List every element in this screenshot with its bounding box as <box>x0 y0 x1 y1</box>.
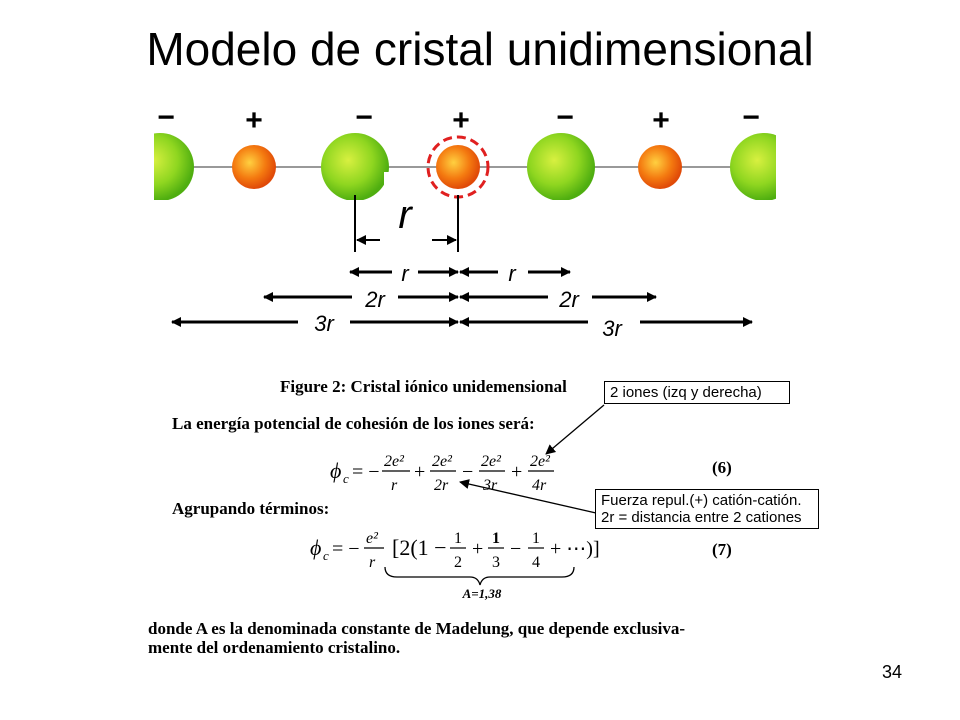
svg-text:4: 4 <box>532 554 540 571</box>
equation-number-7: (7) <box>712 540 732 559</box>
svg-text:2r: 2r <box>434 477 449 494</box>
annotation-arrow-2 <box>459 479 597 514</box>
equation-number-6: (6) <box>712 458 732 477</box>
conclusion-line-1: donde A es la denominada constante de Ma… <box>148 619 685 638</box>
svg-text:+: + <box>414 461 425 483</box>
label-2r-right: 2r <box>558 287 580 312</box>
grouping-intro: Agrupando términos: <box>172 499 330 518</box>
label-3r-left: 3r <box>314 311 335 336</box>
label-r-left: r <box>401 261 410 286</box>
sign-label: + <box>245 104 263 137</box>
distance-r-label: r <box>398 193 413 237</box>
svg-text:3: 3 <box>492 554 500 571</box>
label-2r-left: 2r <box>364 287 386 312</box>
label-r-right: r <box>508 261 517 286</box>
equation-7: ϕ c = − e² r [2(1 − 1 2 + 1 3 − 1 4 + ⋯)… <box>310 530 600 601</box>
sign-label: − <box>556 101 574 134</box>
sign-label: + <box>452 104 470 137</box>
annotation-text-line2: 2r = distancia entre 2 cationes <box>601 509 802 526</box>
cation-ball <box>232 145 276 189</box>
svg-text:1: 1 <box>454 530 462 547</box>
annotation-text-line1: Fuerza repul.(+) catión-catión. <box>601 492 802 509</box>
ion-chain: − + − + − + − <box>154 101 776 200</box>
page-number: 34 <box>881 662 902 682</box>
svg-text:[2(1 −: [2(1 − <box>392 535 447 560</box>
anion-ball <box>730 133 776 200</box>
cation-ball <box>638 145 682 189</box>
svg-text:e²: e² <box>366 530 379 547</box>
underbrace <box>384 566 575 586</box>
svg-text:−: − <box>510 538 521 560</box>
slide-title: Modelo de cristal unidimensional <box>146 23 814 75</box>
anion-ball <box>154 133 194 200</box>
svg-text:2e²: 2e² <box>481 453 502 470</box>
svg-text:c: c <box>323 548 329 563</box>
annotation-box-repulsion: Fuerza repul.(+) catión-catión. 2r = dis… <box>595 489 819 529</box>
svg-text:+ ⋯)]: + ⋯)] <box>550 538 600 560</box>
sign-label: − <box>157 101 175 134</box>
svg-text:2e²: 2e² <box>384 453 405 470</box>
svg-text:+: + <box>511 461 522 483</box>
cation-ball-center <box>436 145 480 189</box>
svg-text:c: c <box>343 471 349 486</box>
annotation-text: 2 iones (izq y derecha) <box>610 384 762 401</box>
energy-intro: La energía potencial de cohesión de los … <box>172 414 535 433</box>
svg-text:2e²: 2e² <box>530 453 551 470</box>
svg-text:−: − <box>462 461 473 483</box>
svg-text:2e²: 2e² <box>432 453 453 470</box>
sign-label: − <box>355 101 373 134</box>
svg-text:+: + <box>472 538 483 560</box>
svg-text:r: r <box>369 554 376 571</box>
label-3r-right: 3r <box>602 316 623 341</box>
annotation-arrow-1 <box>545 404 605 455</box>
svg-text:3r: 3r <box>482 477 498 494</box>
svg-text:ϕ: ϕ <box>330 458 341 483</box>
svg-text:1: 1 <box>532 530 540 547</box>
label-patch <box>384 172 434 252</box>
svg-text:r: r <box>391 477 398 494</box>
svg-text:ϕ: ϕ <box>310 535 321 560</box>
equation-6: ϕ c = − 2e² r + 2e² 2r − 2e² 3r + 2e² 4r <box>330 453 554 494</box>
figure-caption: Figure 2: Cristal iónico unidemensional <box>280 377 567 396</box>
svg-text:2: 2 <box>454 554 462 571</box>
svg-text:1: 1 <box>492 530 500 547</box>
sign-label: + <box>652 104 670 137</box>
annotation-box-ions: 2 iones (izq y derecha) <box>604 381 790 404</box>
svg-text:= −: = − <box>332 538 360 560</box>
svg-text:= −: = − <box>352 461 380 483</box>
svg-text:4r: 4r <box>532 477 547 494</box>
anion-ball <box>527 133 595 200</box>
conclusion-line-2: mente del ordenamiento cristalino. <box>148 638 401 657</box>
sign-label: − <box>742 101 760 134</box>
madelung-value: A=1,38 <box>462 586 502 601</box>
anion-ball <box>321 133 389 200</box>
